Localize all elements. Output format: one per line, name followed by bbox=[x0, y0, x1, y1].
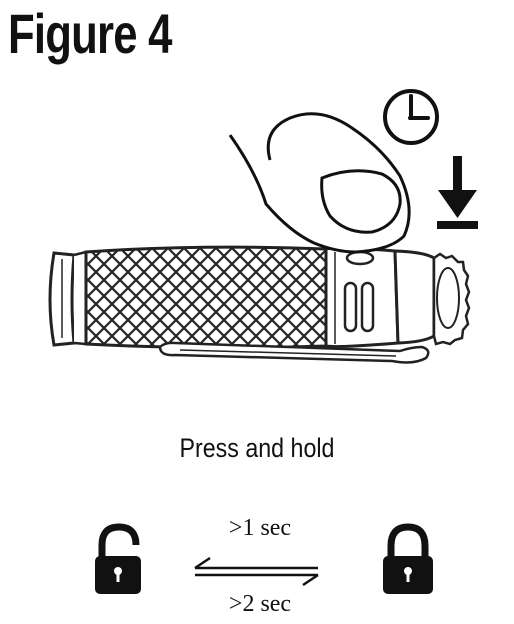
locked-padlock-icon bbox=[383, 523, 433, 594]
figure-title: Figure 4 bbox=[8, 2, 172, 65]
arrow-down-icon bbox=[437, 156, 478, 229]
clock-icon bbox=[383, 89, 439, 145]
unlock-duration-label: >1 sec bbox=[228, 515, 292, 541]
instruction-caption: Press and hold bbox=[179, 433, 335, 463]
flashlight bbox=[48, 245, 471, 364]
unlocked-padlock-icon bbox=[95, 523, 141, 594]
two-way-arrows-icon bbox=[194, 556, 319, 587]
thumb bbox=[221, 112, 411, 254]
lock-duration-label: >2 sec bbox=[228, 591, 292, 617]
